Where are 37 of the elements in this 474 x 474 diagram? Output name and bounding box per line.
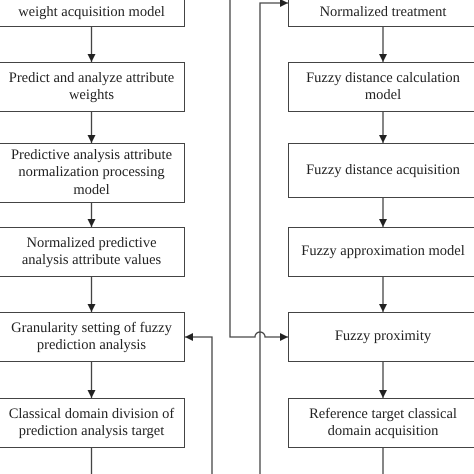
- arrow: [379, 112, 387, 143]
- arrow: [88, 277, 96, 312]
- box-label: Normalized treatment: [320, 4, 446, 22]
- process-box: [0, 143, 185, 203]
- arrow: [88, 27, 96, 62]
- arrow: [88, 362, 96, 398]
- box-label: Predict and analyze attribute weights: [8, 70, 176, 104]
- process-box: [0, 62, 185, 112]
- arrow: [229, 0, 288, 341]
- process-box: [288, 62, 474, 112]
- process-box: [0, 398, 185, 448]
- process-box: [0, 227, 185, 277]
- process-box: [0, 0, 185, 27]
- arrow: [379, 27, 387, 62]
- arrow: [259, 0, 288, 474]
- process-box: [0, 312, 185, 362]
- arrow: [379, 277, 387, 312]
- box-label: Normalized predictive analysis attribute values: [20, 234, 162, 270]
- box-label: weight acquisition model: [18, 4, 165, 22]
- arrow: [88, 112, 96, 143]
- box-label: Fuzzy distance acquisition: [306, 162, 460, 180]
- process-box: [288, 398, 474, 448]
- box-label: Fuzzy distance calculation model: [305, 70, 461, 104]
- box-label: Fuzzy approximation model: [301, 243, 465, 261]
- process-box: [288, 0, 474, 27]
- arrow: [88, 203, 96, 227]
- arrow: [379, 198, 387, 227]
- box-label: Predictive analysis attribute normalization processing model: [10, 146, 174, 200]
- process-box: [288, 312, 474, 362]
- arrow: [185, 333, 213, 474]
- process-box: [288, 227, 474, 277]
- box-label: Fuzzy proximity: [334, 328, 432, 346]
- box-label: Reference target classical domain acquisition: [308, 406, 458, 440]
- process-box: [288, 143, 474, 198]
- box-label: Granularity setting of fuzzy prediction analysis: [10, 320, 173, 354]
- arrow: [379, 362, 387, 398]
- box-label: Classical domain division of prediction analysis target: [8, 406, 176, 440]
